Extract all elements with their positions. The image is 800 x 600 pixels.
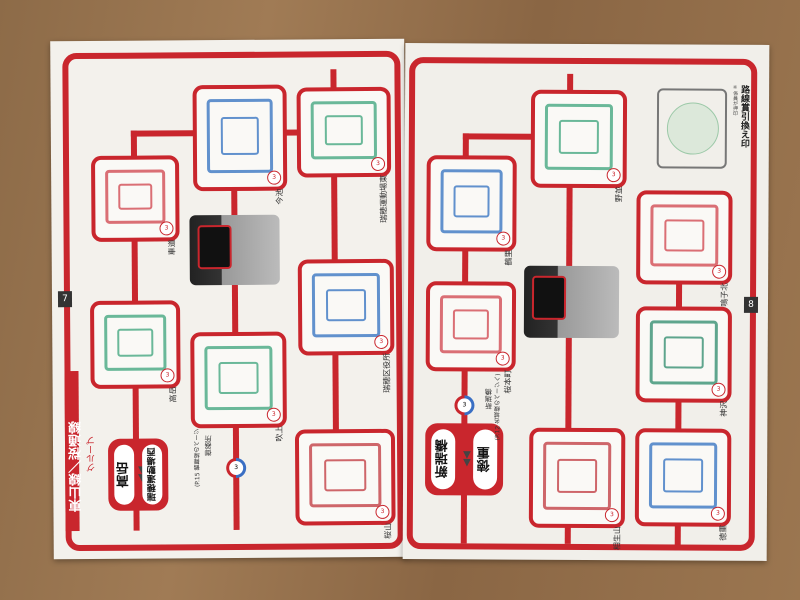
transfer-icon: 3 bbox=[454, 395, 475, 416]
station-stamp-icon bbox=[104, 314, 167, 371]
stamp-number-badge: 3 bbox=[495, 351, 510, 366]
page-number: 8 bbox=[743, 296, 759, 313]
transfer-note: (P.12 名城線のページへ) bbox=[494, 373, 502, 441]
station-label: 神沢 bbox=[719, 400, 729, 417]
train-illustration bbox=[189, 214, 280, 286]
transfer-station: 新瑞橋 bbox=[484, 388, 493, 410]
station-stamp-icon bbox=[542, 441, 612, 511]
right-page: 新瑞橋 ▶▶ 徳重 3 新瑞橋 (P.12 名城線のページへ) 8 路線賞引換え… bbox=[402, 43, 770, 561]
station-label: 車道 bbox=[167, 239, 177, 256]
route-from: 高岳 bbox=[114, 444, 135, 505]
station-stamp-icon bbox=[648, 442, 718, 509]
station-stamp-icon bbox=[310, 100, 378, 160]
exchange-title: 路線賞引換え印 bbox=[738, 84, 750, 148]
station-stamp-icon bbox=[650, 204, 719, 267]
stamp-number-badge: 3 bbox=[159, 221, 174, 236]
transfer-station: 御器所 bbox=[203, 435, 213, 457]
station-stamp-icon bbox=[105, 169, 166, 224]
station-label: 鳴子北 bbox=[719, 282, 730, 307]
stamp-box: 3 桜本町 bbox=[425, 281, 517, 394]
stamp-number-badge: 3 bbox=[496, 231, 511, 246]
stamp-box: 3 瑞穂運動場東 bbox=[296, 86, 392, 223]
exchange-stamp-box bbox=[656, 88, 728, 169]
stamp-number-badge: 3 bbox=[374, 334, 389, 349]
transfer-icon: 3 bbox=[226, 457, 247, 479]
station-stamp-icon bbox=[204, 345, 273, 411]
stamp-number-badge: 3 bbox=[712, 264, 727, 279]
stamp-seal-icon bbox=[666, 102, 720, 155]
route-direction-badge: 高岳 ▶▶ 瑞穂運動場西 bbox=[107, 438, 169, 511]
stamp-box: 3 今池 bbox=[192, 84, 288, 205]
stamp-box: 3 瑞穂区役所 bbox=[297, 258, 395, 393]
station-stamp-icon bbox=[309, 442, 382, 508]
stamp-number-badge: 3 bbox=[266, 407, 281, 422]
train-illustration bbox=[523, 265, 620, 339]
station-label: 今池 bbox=[275, 188, 285, 205]
station-label: 高岳 bbox=[168, 386, 178, 403]
station-stamp-icon bbox=[439, 295, 503, 354]
stamp-box: 3 徳重 bbox=[634, 428, 732, 541]
stamp-box: 3 神沢 bbox=[635, 306, 732, 417]
stamp-number-badge: 3 bbox=[267, 170, 282, 185]
left-page: 東山線／桜通線 グループ 高岳 ▶▶ 瑞穂運動場西 3 御器所 (P.15 鶴舞… bbox=[50, 38, 408, 560]
group-subtitle: グループ bbox=[86, 435, 98, 472]
stamp-box: 3 野並 bbox=[530, 89, 628, 202]
station-label: 桜本町 bbox=[503, 369, 513, 394]
station-label: 徳重 bbox=[718, 524, 728, 541]
route-direction-badge: 新瑞橋 ▶▶ 徳重 bbox=[424, 423, 504, 496]
stamp-box: 3 桜山 bbox=[294, 428, 396, 539]
stamp-box: 3 相生山 bbox=[528, 427, 626, 550]
stamp-box: 3 高岳 bbox=[90, 300, 181, 402]
stamp-number-badge: 3 bbox=[711, 382, 726, 397]
station-stamp-icon bbox=[440, 169, 503, 234]
station-label: 野並 bbox=[614, 186, 624, 203]
group-title: 東山線／桜通線 bbox=[68, 421, 85, 513]
exchange-note: ※係員が押印 bbox=[731, 84, 739, 116]
station-label: 相生山 bbox=[612, 526, 622, 551]
station-stamp-icon bbox=[206, 98, 274, 174]
station-stamp-icon bbox=[649, 320, 718, 385]
route-to: 瑞穂運動場西 bbox=[142, 444, 163, 505]
station-label: 鶴里 bbox=[504, 249, 514, 266]
stamp-number-badge: 3 bbox=[375, 504, 390, 519]
station-label: 吹上 bbox=[274, 425, 284, 442]
stamp-number-badge: 3 bbox=[710, 506, 725, 521]
stamp-box: 3 鶴里 bbox=[426, 155, 517, 266]
station-stamp-icon bbox=[544, 103, 614, 171]
stamp-box: 3 吹上 bbox=[190, 331, 287, 442]
stamp-box: 3 車道 bbox=[90, 155, 180, 255]
stamp-number-badge: 3 bbox=[606, 168, 621, 183]
stamp-number-badge: 3 bbox=[604, 508, 619, 523]
station-label: 瑞穂区役所 bbox=[382, 352, 392, 393]
transfer-note: (P.15 鶴舞線のページへ) bbox=[193, 420, 202, 488]
stamp-box: 3 鳴子北 bbox=[636, 190, 733, 307]
page-number: 7 bbox=[57, 291, 73, 308]
route-from: 新瑞橋 bbox=[431, 429, 456, 490]
exchange-stamp-area: 路線賞引換え印 ※係員が押印 bbox=[655, 84, 751, 173]
stamp-number-badge: 3 bbox=[160, 368, 175, 383]
station-label: 瑞穂運動場東 bbox=[379, 174, 389, 223]
arrow-icon: ▶▶ bbox=[461, 451, 473, 467]
station-stamp-icon bbox=[311, 272, 381, 338]
station-label: 桜山 bbox=[383, 522, 393, 539]
stamp-number-badge: 3 bbox=[371, 156, 386, 172]
